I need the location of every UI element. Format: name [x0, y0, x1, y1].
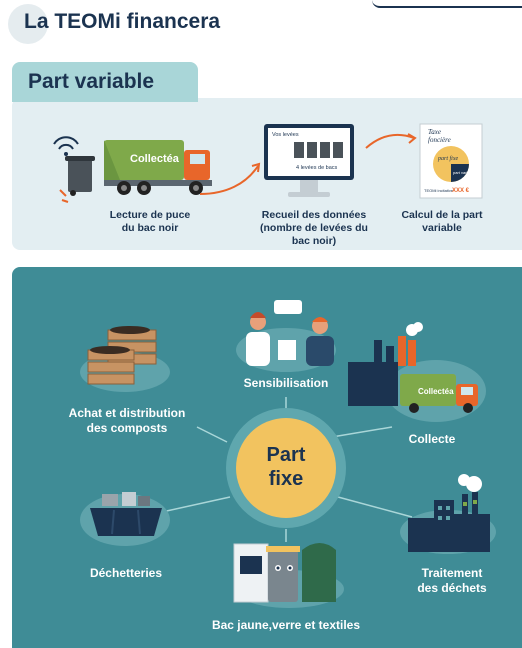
garbage-truck-illustration: Collectéa — [53, 136, 212, 196]
doc-fixed: part fixe — [437, 155, 458, 162]
signal-spark-icon — [59, 189, 69, 203]
collecte-truck-brand: Collectéa — [418, 387, 454, 396]
truck-icon — [104, 140, 212, 195]
doc-footer-left: TEOMi incitative — [424, 188, 454, 193]
part-variable-heading: Part variable — [28, 70, 155, 93]
part-variable-tab — [12, 62, 198, 102]
step-3-caption: Calcul de la part variable — [401, 209, 483, 234]
sensibilisation-label: Sensibilisation — [243, 376, 329, 390]
doc-line1: Taxe — [428, 128, 441, 136]
step-1-caption: Lecture de puce du bac noir — [109, 209, 191, 234]
treatment-plant-illustration — [408, 474, 490, 552]
wifi-signal-icon — [53, 136, 79, 156]
part-fixe-title: Part fixe — [266, 444, 306, 490]
composts-label: Achat et distribution des composts — [68, 406, 186, 435]
bac-jaune-label: Bac jaune,verre et textiles — [211, 618, 361, 632]
traitement-label: Traitement des déchets — [417, 566, 487, 595]
factory-icon — [348, 336, 416, 406]
screen-title: Vos levées — [272, 132, 299, 138]
computer-monitor-illustration: Vos levées 4 levées de bacs — [264, 124, 354, 197]
collecte-truck-icon — [400, 374, 478, 413]
doc-footer-right: XXX € — [452, 188, 470, 194]
step-2-caption: Recueil des données (nombre de levées du… — [260, 209, 368, 247]
speech-bubble-icon — [274, 300, 302, 314]
screen-count: 4 levées de bacs — [296, 165, 338, 171]
people-discussion-illustration — [246, 300, 334, 366]
arrow-icon — [365, 133, 417, 149]
tax-document-illustration: Taxe foncière part fixe part variable TE… — [419, 123, 483, 199]
doc-line2: foncière — [428, 136, 451, 144]
doc-variable: part variable — [453, 170, 476, 175]
decheteries-label: Déchetteries — [89, 566, 163, 580]
clipboard-icon — [278, 340, 296, 360]
top-right-decoration — [372, 0, 522, 8]
arrow-icon — [199, 162, 261, 195]
black-bin-icon — [65, 156, 95, 196]
title-decoration — [8, 4, 48, 44]
collecte-label: Collecte — [408, 432, 456, 446]
part-fixe-center — [236, 418, 336, 518]
compost-bins-illustration — [87, 326, 157, 385]
truck-brand-text: Collectéa — [130, 153, 180, 165]
factory-and-truck-illustration: Collectéa — [348, 322, 478, 413]
skip-container-illustration — [90, 492, 162, 536]
recycling-bins-illustration — [233, 543, 336, 603]
page-title: La TEOMi financera — [24, 10, 221, 33]
connector-lines — [161, 397, 413, 542]
